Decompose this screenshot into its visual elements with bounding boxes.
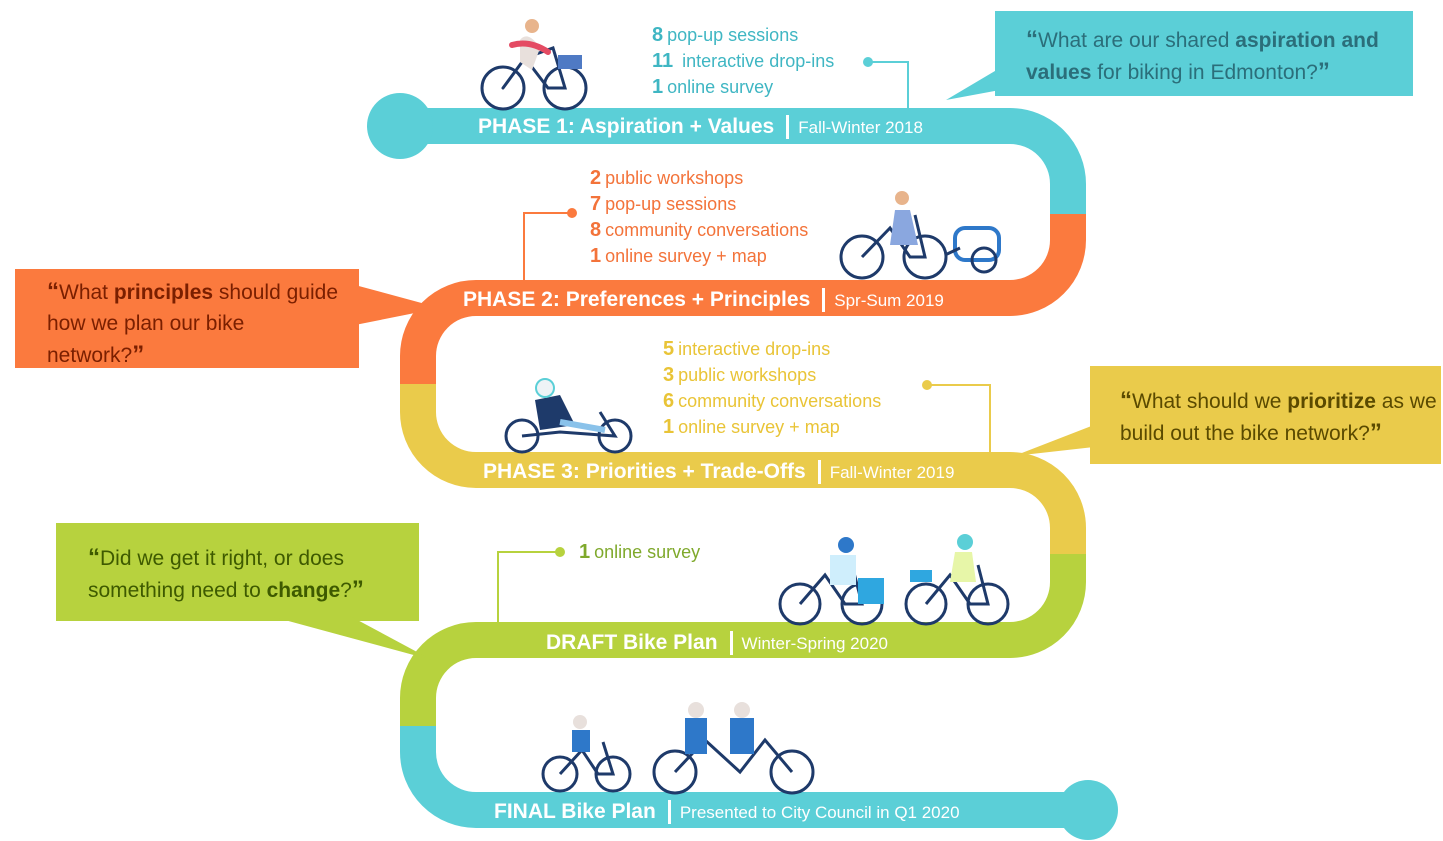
question-draft: “Did we get it right, or does something … [88, 544, 364, 603]
connector-phase-2 [523, 208, 577, 282]
final-label: FINAL Bike Plan Presented to City Council… [494, 797, 960, 828]
connector-phase-3 [922, 380, 991, 452]
road-phase-3 [400, 384, 1086, 554]
phase-title: PHASE 1: Aspiration + Values [478, 115, 775, 138]
road-phase-1 [400, 108, 1086, 214]
bubble-phase-2 [15, 269, 440, 368]
recumbent-cyclist-icon [504, 378, 633, 454]
road-start-cap [367, 93, 433, 159]
phase-title: PHASE 2: Preferences + Principles [463, 288, 811, 311]
phase-date: Fall-Winter 2019 [829, 463, 955, 482]
phase-date: Fall-Winter 2018 [798, 118, 923, 137]
question-phase-2: “What principles should guide how we pla… [47, 278, 338, 368]
connector-draft [497, 547, 565, 622]
phase-title: PHASE 3: Priorities + Trade-Offs [483, 460, 806, 483]
phase-date: Presented to City Council in Q1 2020 [679, 803, 960, 822]
road-final [400, 726, 1090, 828]
phase-date: Spr-Sum 2019 [834, 291, 944, 310]
question-phase-1: “What are our shared aspiration and valu… [1026, 26, 1379, 85]
connector-phase-1 [863, 57, 909, 108]
cyclist-trailer-icon [839, 191, 1001, 280]
phase-title: FINAL Bike Plan [494, 800, 656, 823]
phase-title: DRAFT Bike Plan [546, 631, 718, 654]
phase3-label: PHASE 3: Priorities + Trade-Offs Fall-Win… [483, 457, 954, 488]
stat-row: 11 interactive drop-ins [652, 50, 835, 72]
bubble-phase-3 [1014, 366, 1441, 464]
question-phase-3: “What should we prioritize as we build o… [1120, 387, 1437, 446]
phase1-label: PHASE 1: Aspiration + Values Fall-Winter … [478, 112, 923, 143]
phase-date: Winter-Spring 2020 [741, 634, 888, 653]
phase2-label: PHASE 2: Preferences + Principles Spr-Sum… [463, 285, 944, 316]
road-phase-2 [400, 214, 1086, 384]
bubble-draft [56, 523, 432, 660]
road-draft [400, 554, 1086, 726]
cyclist-basket-icon [480, 19, 588, 111]
road-end-cap [1058, 780, 1118, 840]
draft-label: DRAFT Bike Plan Winter-Spring 2020 [546, 628, 888, 659]
bubble-phase-1 [946, 11, 1413, 100]
family-cyclists-icon [541, 702, 815, 795]
two-cyclists-icon [778, 534, 1010, 626]
